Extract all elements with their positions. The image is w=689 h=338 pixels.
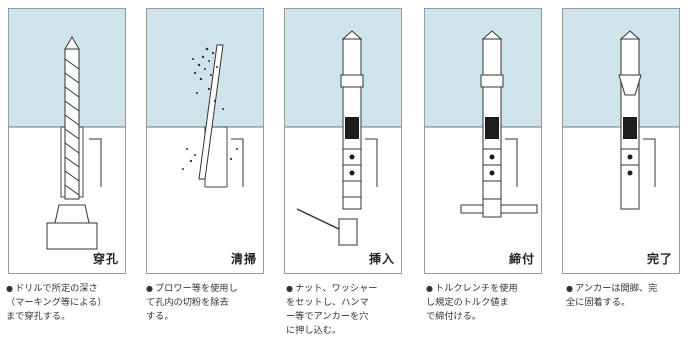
step-description: ●ドリルで所定の深さ （マーキング等による） まで穿孔する。 [6,283,107,322]
step-panel-insertion: 挿入 [284,8,402,274]
step-description: ●ブロワー等を使用し て孔内の切粉を除去 する。 [146,283,238,322]
drilling-illustration [9,9,125,250]
step-description: ●アンカーは開脚、完 全に固着する。 [566,283,658,308]
cleaning-illustration [147,9,263,188]
bullet-icon: ● [146,284,153,293]
step-label: 清掃 [230,252,257,266]
step-panel-complete: 完了 [562,8,680,274]
step-label: 穿孔 [92,252,119,266]
bullet-icon: ● [286,284,293,293]
insertion-illustration [285,9,401,246]
step-panel-cleaning: 清掃 [146,8,264,274]
bullet-icon: ● [566,284,573,293]
bullet-icon: ● [6,284,13,293]
step-panel-tightening: 締付 [424,8,542,274]
step-description: ●ナット、ワッシャー をセットし、ハンマ ー等でアンカーを穴 に押し込む。 [286,283,378,336]
step-label: 完了 [646,252,673,266]
step-description: ●トルクレンチを使用 し規定のトルク値ま で締付ける。 [426,283,518,322]
bullet-icon: ● [426,284,433,293]
step-label: 挿入 [368,252,395,266]
step-label: 締付 [508,252,535,266]
step-panel-drilling: 穿孔 [8,8,126,274]
complete-illustration [563,9,679,210]
tightening-illustration [425,9,541,218]
